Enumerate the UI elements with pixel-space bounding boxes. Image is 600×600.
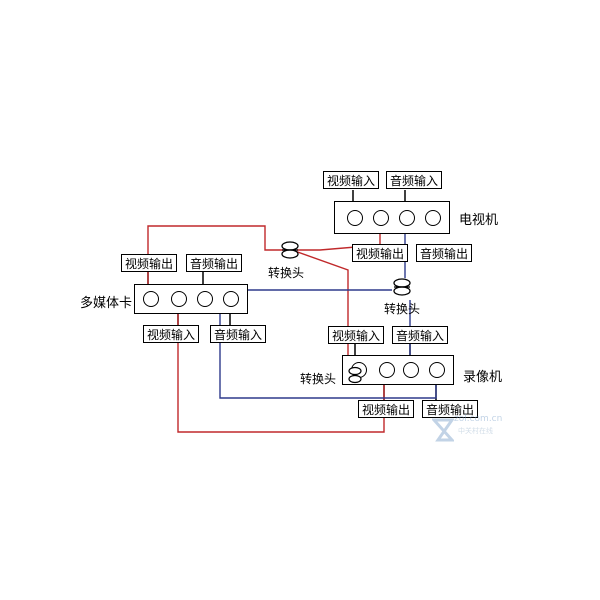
video-wire-adapter-to-tv	[297, 230, 381, 251]
card-audio-in-label: 音频输入	[210, 325, 267, 343]
adapter-3-icon	[348, 366, 362, 384]
watermark-site: zol.com.cn	[454, 414, 503, 424]
card-jack-4[interactable]	[223, 291, 239, 307]
tv-jack-1[interactable]	[347, 210, 363, 226]
adapter-3-label: 转换头	[300, 372, 337, 386]
audio-wire-card-in-to-vcr	[219, 313, 437, 399]
adapter-1-label: 转换头	[268, 266, 305, 280]
vcr-audio-out-label: 音频输出	[422, 400, 479, 418]
card-jack-2[interactable]	[171, 291, 187, 307]
card-video-in-label: 视频输入	[143, 325, 200, 343]
vcr-name: 录像机	[463, 370, 503, 385]
video-wire-card-to-adapter	[147, 225, 285, 298]
tv-audio-in-label: 音频输入	[386, 171, 443, 189]
adapter-2-label: 转换头	[384, 302, 421, 316]
vcr-jack-2[interactable]	[379, 362, 395, 378]
watermark-logo-icon	[432, 418, 454, 442]
tv-panel	[334, 201, 450, 234]
tv-video-in-label: 视频输入	[323, 171, 380, 189]
adapter-1-icon	[281, 241, 299, 259]
card-audio-out-label: 音频输出	[186, 254, 243, 272]
vcr-jack-3[interactable]	[403, 362, 419, 378]
tv-name: 电视机	[459, 213, 499, 228]
card-name: 多媒体卡	[80, 296, 133, 311]
vcr-audio-in-label: 音频输入	[392, 326, 449, 344]
card-video-out-label: 视频输出	[121, 254, 178, 272]
card-jack-3[interactable]	[197, 291, 213, 307]
tv-audio-out-label: 音频输出	[416, 244, 473, 262]
tv-jack-2[interactable]	[373, 210, 389, 226]
tv-jack-3[interactable]	[399, 210, 415, 226]
card-panel	[134, 284, 248, 314]
vcr-video-out-label: 视频输出	[358, 400, 415, 418]
tv-video-out-label: 视频输出	[352, 244, 409, 262]
vcr-video-in-label: 视频输入	[328, 326, 385, 344]
watermark-cn: 中关村在线	[458, 427, 493, 435]
adapter-2-icon	[393, 278, 411, 296]
card-jack-1[interactable]	[143, 291, 159, 307]
vcr-jack-4[interactable]	[429, 362, 445, 378]
tv-jack-4[interactable]	[425, 210, 441, 226]
watermark: zol.com.cn 中关村在线	[432, 412, 502, 448]
